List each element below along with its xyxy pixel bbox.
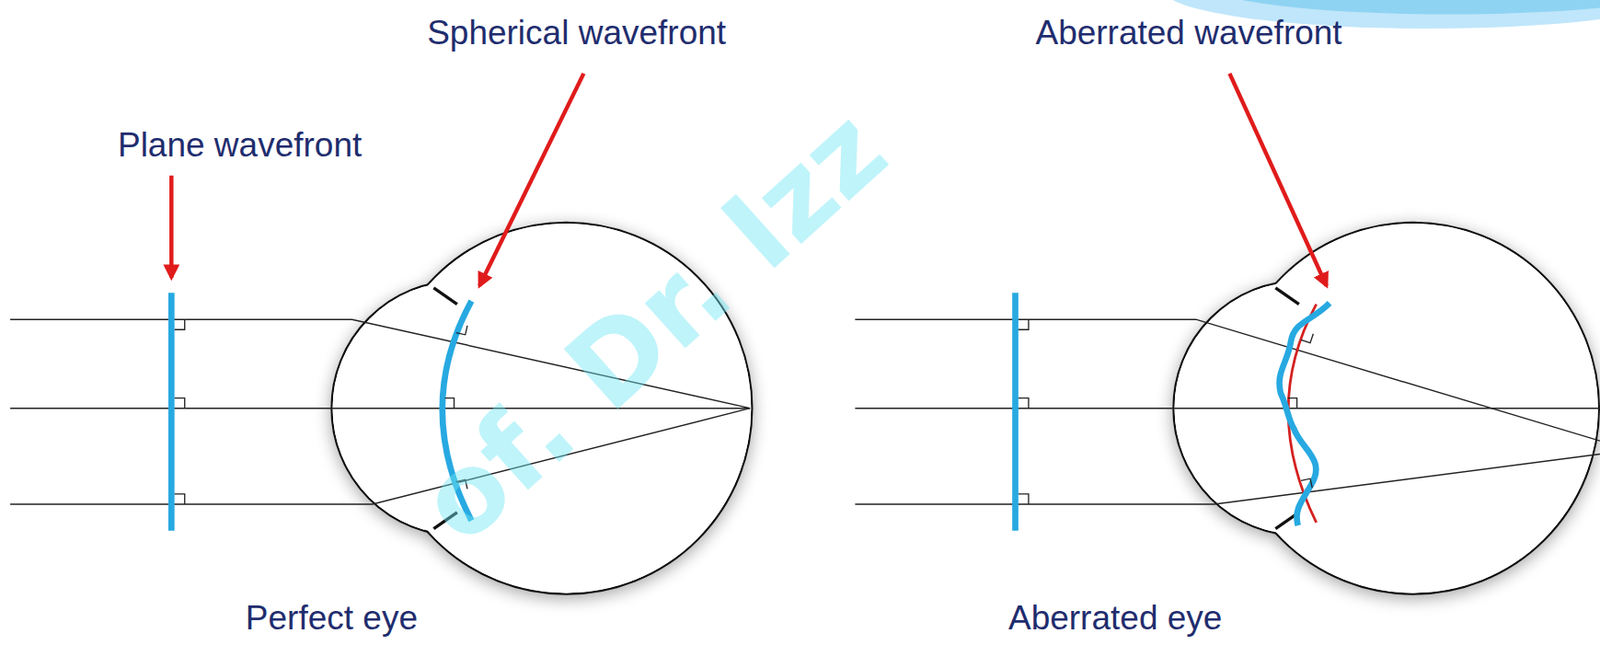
aberrated-eye bbox=[854, 73, 1600, 595]
corner-swoosh bbox=[1204, 0, 1600, 15]
eye-caption: Perfect eye bbox=[245, 598, 418, 639]
wavefront-label: Aberrated wavefront bbox=[1035, 13, 1342, 54]
wavefront-label: Spherical wavefront bbox=[426, 13, 726, 54]
eye-caption: Aberrated eye bbox=[1008, 598, 1222, 639]
wavefront-label: Plane wavefront bbox=[117, 126, 362, 166]
